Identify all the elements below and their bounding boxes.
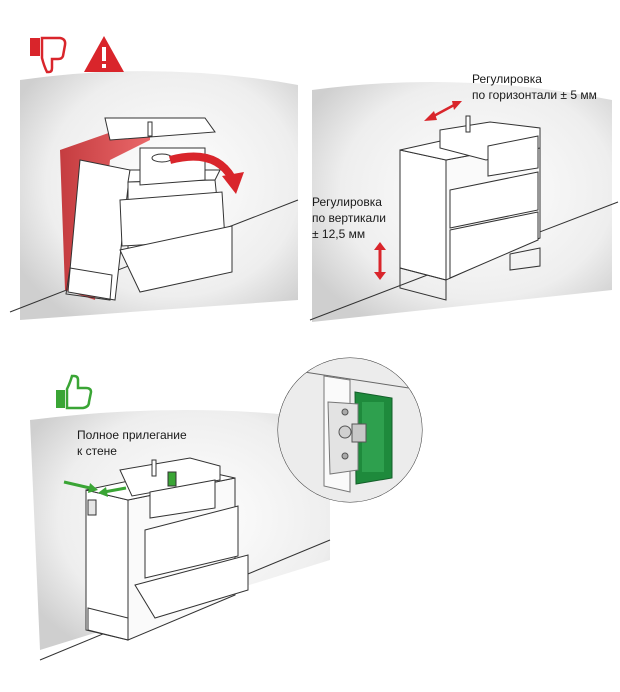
thumbs-up-icon [56,374,93,410]
cabinet-upright [399,115,541,301]
warning-triangle-icon [84,36,124,72]
vertical-adjustment-label: Регулировка по вертикали ± 12,5 мм [312,194,386,242]
horizontal-adjustment-label: Регулировка по горизонтали ± 5 мм [472,71,597,103]
cabinet-tilted [65,117,233,301]
tilt-arrow-head [222,172,244,194]
horizontal-label-line2: по горизонтали ± 5 мм [472,88,597,102]
vertical-label-line1: Регулировка [312,195,382,209]
horizontal-label-line1: Регулировка [472,72,542,86]
double-arrow-horizontal-icon [424,101,462,121]
flush-label-line1: Полное прилегание [77,428,187,442]
cabinet-flush [85,457,249,641]
panel-adjustment [309,82,619,322]
tilt-arrow [168,152,236,181]
flush-fit-label: Полное прилегание к стене [77,427,187,459]
panel-wrong-install [9,71,299,320]
panel-correct-install [30,410,331,661]
bracket-detail-zoom [277,357,423,503]
flush-arrows [63,480,127,497]
flush-label-line2: к стене [77,444,117,458]
vertical-label-line2: по вертикали [312,211,386,225]
double-arrow-vertical-icon [374,242,386,280]
thumbs-down-icon [30,36,67,74]
vertical-label-line3: ± 12,5 мм [312,227,366,241]
